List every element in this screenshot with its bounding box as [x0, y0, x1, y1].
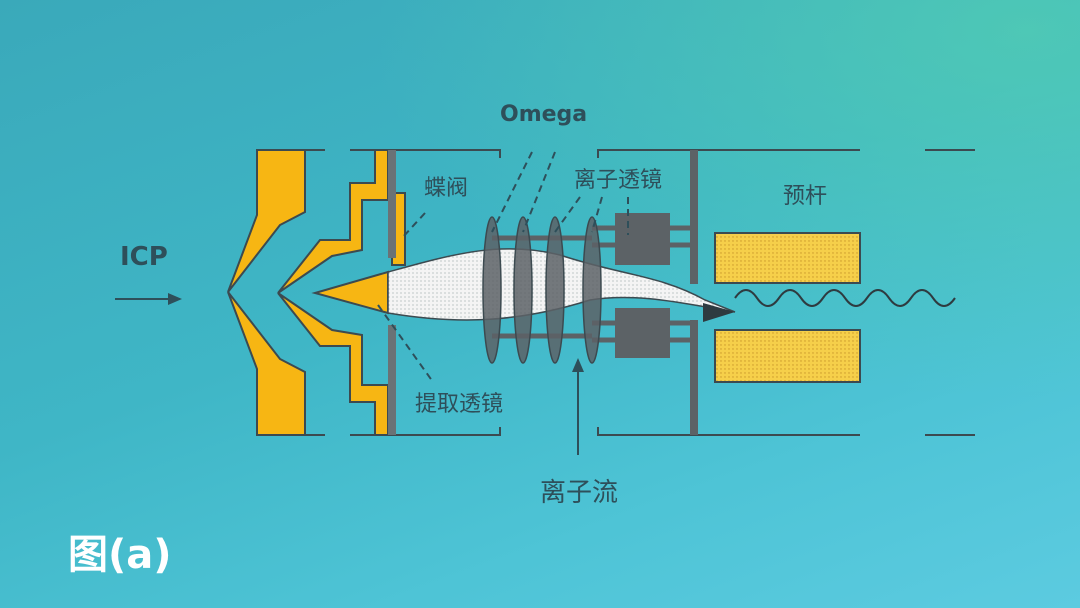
leader-lines [377, 151, 629, 383]
omega-label: Omega [500, 102, 588, 127]
ion-lens-label: 离子透镜 [574, 168, 663, 193]
butterfly-valve-label: 蝶阀 [424, 176, 469, 201]
ion-trajectory-wave [734, 289, 956, 307]
sampler-cone [227, 149, 306, 436]
icp-label: ICP [120, 242, 168, 272]
beam-arrowhead [703, 303, 735, 322]
ion-beam-label: 离子流 [540, 478, 619, 508]
figure-caption: 图(a) [68, 532, 172, 578]
ion-lens-boxes [615, 213, 670, 358]
extraction-lens-label: 提取透镜 [415, 392, 504, 417]
prefilter-label: 预杆 [783, 184, 828, 209]
extraction-cone [311, 270, 389, 315]
omega-lenses [482, 216, 602, 364]
prefilter-rods [714, 232, 861, 383]
interface-wall [690, 150, 698, 435]
extraction-lens-plates [388, 150, 396, 435]
